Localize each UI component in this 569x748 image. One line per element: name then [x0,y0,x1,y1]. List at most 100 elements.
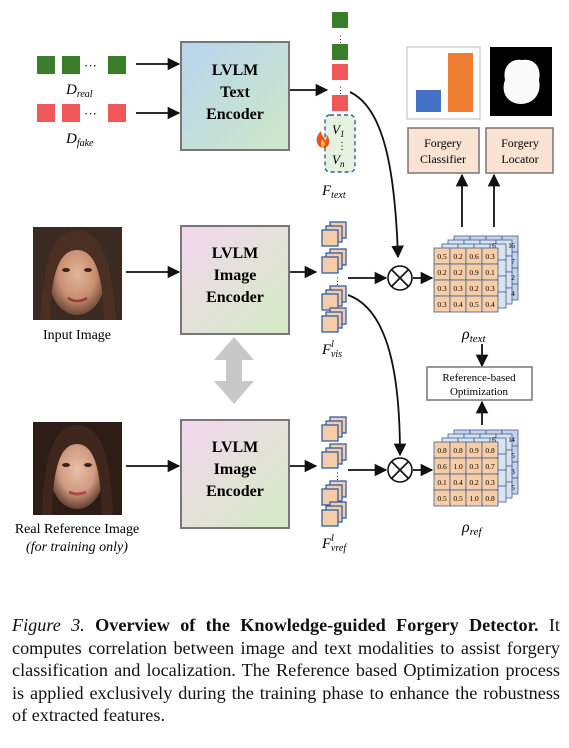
rho-text-cell-value: 0.6 [469,252,479,261]
svg-text:LVLM: LVLM [212,245,259,262]
classifier-output-bars [406,46,481,120]
svg-text:Classifier: Classifier [420,152,466,166]
rho-text-cell-value: 0.5 [469,300,479,309]
ellipsis: ··· [84,58,97,73]
rho-text-cell-value: 0.3 [485,252,495,261]
svg-text:⋮: ⋮ [336,85,345,95]
svg-text:Encoder: Encoder [206,106,264,123]
rho-text-cell-value: 0.3 [453,284,463,293]
rho-text-cell-value: 0.4 [453,300,463,309]
rho-ref-cell-value: 0.7 [485,462,495,471]
reference-image-note: (for training only) [26,540,128,555]
d-fake-label: Dfake [65,131,94,149]
rho-ref-side-value: 5 [511,451,515,460]
rho-text-top-value: 6 [492,241,496,250]
rho-text-side-value: 2 [511,273,515,282]
f-text-label: Ftext [321,183,346,201]
rho-ref-cell-value: 1.0 [453,462,463,471]
svg-text:Image: Image [214,267,257,284]
rho-ref-side-value: 5 [511,483,515,492]
rho-ref-cell-value: 0.5 [437,494,447,503]
rho-text-cell-value: 0.1 [485,268,495,277]
pipeline-diagram: ··· Dreal ··· Dfake LVLM Text Encoder ⋮ … [15,12,554,555]
rho-ref-cell-value: 1.0 [469,494,479,503]
rho-ref-cell-value: 0.8 [485,446,495,455]
rho-text-cell-value: 0.5 [437,252,447,261]
reference-correlation-map: 4 5 3 5 6 1 0.8 0.8 0.9 0.8 0.6 1.0 0.3 0.7 0.1 0.4 0.2 0… [433,429,519,507]
rho-text-cell-value: 0.4 [485,300,495,309]
reference-optimization-box: Reference-based Optimization [426,366,533,401]
svg-text:Encoder: Encoder [206,483,264,500]
shared-weights-arrow [214,337,254,404]
multiply-operator-top [387,265,413,291]
visual-feature-stack: ⋮ [321,221,347,333]
rho-text-label: ρtext [461,326,487,345]
rho-text-cell-value: 0.3 [437,284,447,293]
rho-ref-side-value: 4 [511,435,515,444]
rho-ref-cell-value: 0.3 [485,478,495,487]
svg-text:Reference-based: Reference-based [442,372,516,384]
rho-text-cell-value: 0.2 [453,268,463,277]
svg-text:⋮: ⋮ [336,34,345,44]
caption-body: It computes correlation between image an… [12,615,560,726]
rho-ref-cell-value: 0.8 [437,446,447,455]
svg-text:V1: V1 [332,122,344,139]
rho-text-side-value: 6 [511,241,515,250]
svg-text:Encoder: Encoder [206,289,264,306]
flame-icon [316,131,330,148]
rho-text-top-value: 1 [508,241,512,250]
reference-feature-stack: ⋮ [321,416,347,527]
rho-text-cell-value: 0.2 [437,268,447,277]
d-real-label: Dreal [65,82,93,100]
svg-text:⋮: ⋮ [337,141,347,152]
rho-ref-top-value: 6 [492,435,496,444]
svg-text:Forgery: Forgery [424,136,462,150]
multiply-operator-bottom [387,457,413,483]
svg-text:Locator: Locator [501,152,538,166]
ellipsis: ··· [84,106,97,121]
rho-text-cell-value: 0.3 [437,300,447,309]
rho-ref-top-value: 1 [508,435,512,444]
svg-text:⋮: ⋮ [333,471,342,481]
rho-ref-cell-value: 0.8 [453,446,463,455]
svg-text:Forgery: Forgery [501,136,539,150]
figure-caption: Figure 3. Overview of the Knowledge-guid… [12,614,560,727]
forgery-locator: Forgery Locator [485,127,554,174]
rho-ref-cell-value: 0.1 [437,478,447,487]
rho-text-cell [481,295,499,313]
rho-ref-cell-value: 0.5 [453,494,463,503]
svg-text:Vn: Vn [332,152,345,169]
rho-ref-cell [481,489,499,507]
learnable-prompts: V1 ⋮ Vn [324,114,356,173]
locator-output-mask [490,47,552,116]
rho-ref-cell-value: 0.9 [469,446,479,455]
caption-title: Overview of the Knowledge-guided Forgery… [95,615,539,635]
reference-image-label: Real Reference Image [15,522,139,537]
figure-label: Figure 3. [12,615,85,635]
rho-ref-cell-value: 0.6 [437,462,447,471]
real-data-tokens: ··· [37,56,126,74]
image-encoder-bottom: LVLM Image Encoder [180,419,290,529]
svg-text:Optimization: Optimization [450,386,509,398]
svg-text:LVLM: LVLM [212,62,259,79]
rho-ref-label: ρref [461,519,483,538]
text-feature-column: ⋮ ⋮ [332,12,348,111]
input-image-label: Input Image [43,328,111,343]
rho-ref-cell-value: 0.4 [453,478,463,487]
fake-data-tokens: ··· [37,104,126,122]
rho-ref-side-value: 3 [511,467,515,476]
rho-ref-cell-value: 0.8 [485,494,495,503]
rho-text-side-value: 4 [511,289,515,298]
image-encoder-top: LVLM Image Encoder [180,225,290,335]
svg-text:LVLM: LVLM [212,439,259,456]
input-image [33,227,122,320]
rho-ref-cell-value: 0.2 [469,478,479,487]
reference-image [33,422,122,515]
forgery-classifier: Forgery Classifier [407,127,480,174]
svg-text:Text: Text [220,84,250,101]
rho-text-cell-value: 0.9 [469,268,479,277]
rho-ref-cell-value: 0.3 [469,462,479,471]
